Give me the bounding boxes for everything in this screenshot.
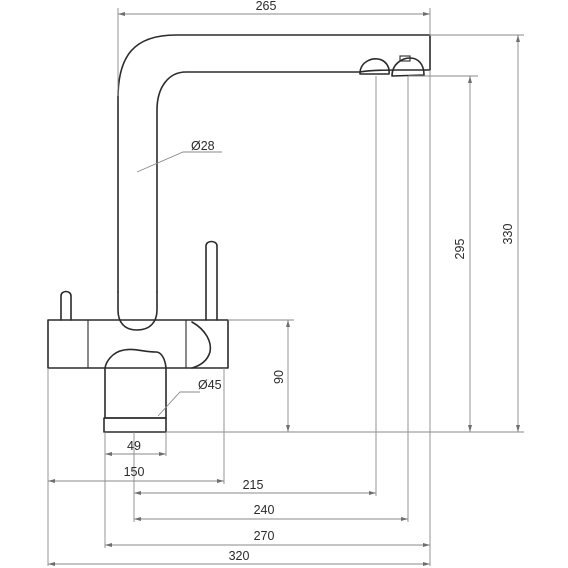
label-top-width: 265	[256, 0, 277, 13]
nozzle-tip	[399, 55, 411, 62]
label-reach-215: 215	[243, 478, 264, 492]
label-total-height: 330	[501, 224, 515, 245]
right-lever	[205, 240, 218, 321]
label-body-height: 90	[272, 370, 286, 384]
spout-outline	[117, 34, 431, 293]
label-spout-diameter: Ø28	[191, 139, 215, 153]
dimension-lines	[47, 8, 524, 566]
label-reach-240: 240	[254, 503, 275, 517]
faucet-outline	[47, 34, 431, 433]
left-lever	[60, 290, 72, 321]
dimension-labels: 265 Ø28 330 295 90 Ø45 49 150 215 240 27…	[124, 0, 515, 563]
label-base-width: 49	[127, 439, 141, 453]
label-base-diameter: Ø45	[198, 378, 222, 392]
base-collar	[103, 417, 167, 433]
right-cartridge	[191, 321, 212, 369]
nozzle-left	[359, 58, 390, 75]
label-reach-270: 270	[254, 529, 275, 543]
label-total-length: 320	[229, 549, 250, 563]
base-mount	[104, 348, 167, 419]
label-reach-150: 150	[124, 465, 145, 479]
valve-body	[47, 319, 229, 369]
spout-junction	[117, 291, 158, 331]
label-spout-height: 295	[453, 239, 467, 260]
